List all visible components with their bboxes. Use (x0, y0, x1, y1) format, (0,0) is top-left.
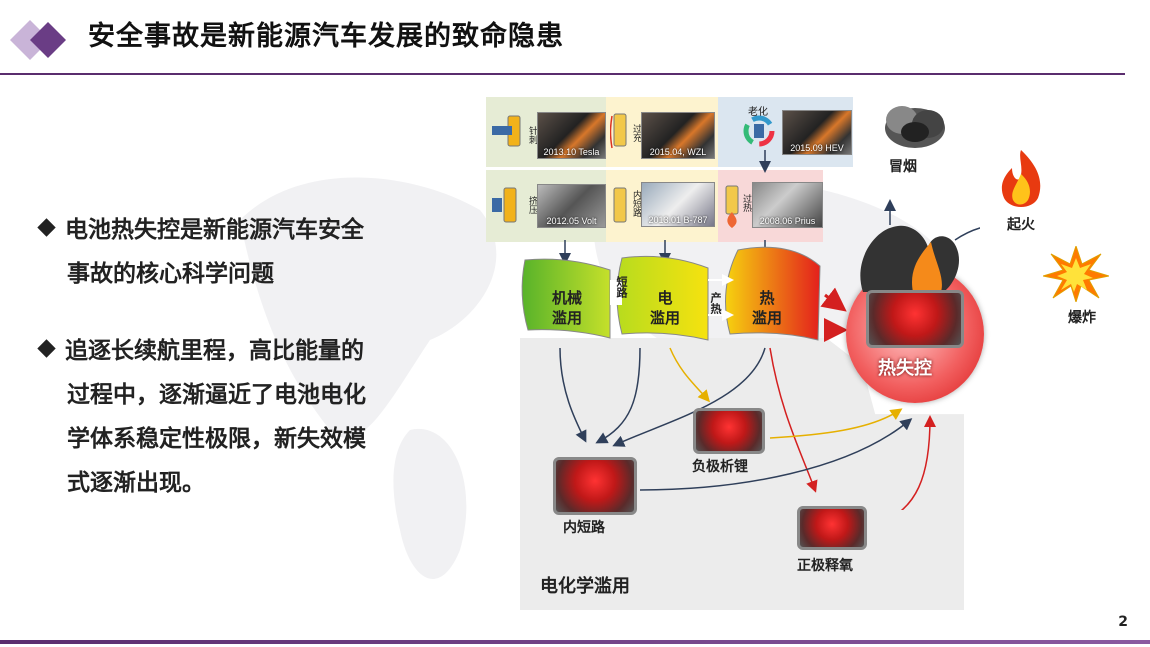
flow-diagram (521, 150, 980, 510)
photo-caption: 2015.09 HEV (790, 143, 844, 153)
electrochem-lithium-plating: 负极析锂 (692, 459, 748, 475)
electrochem-title: 电化学滥用 (540, 576, 630, 597)
footer-bar (0, 640, 1150, 644)
bullet-2: 追逐长续航里程，高比能量的 过程中，逐渐逼近了电池电化 学体系稳定性极限，新失效… (37, 329, 458, 505)
outcome-smoke: 冒烟 (889, 159, 917, 175)
photo-caption: 2008.06 Prius (759, 216, 816, 226)
arrow-label-short: 短路 (615, 276, 628, 298)
stage-label-bottom: 滥用 (751, 309, 782, 327)
outcome-fire: 起火 (1007, 217, 1035, 233)
internal-short-icon (613, 187, 627, 223)
overcharge-icon (610, 113, 627, 149)
photo-caption: 2013.01 B-787 (648, 215, 708, 225)
trigger-label-overheat: 过热 (741, 194, 751, 212)
bullet-1: 电池热失控是新能源汽车安全 事故的核心科学问题 (37, 208, 458, 296)
incident-photo: 2012.05 Volt (537, 184, 606, 228)
nail-penetration-icon (492, 115, 521, 147)
bullet-1-line-1: 电池热失控是新能源汽车安全 (65, 217, 364, 243)
oxygen-release-battery-icon (797, 506, 867, 550)
stage-electrical: 电滥用 (640, 288, 690, 328)
photo-caption: 2015.04, WZL (649, 147, 707, 157)
stage-mechanical: 机械滥用 (542, 288, 592, 328)
bullet-diamond-icon (37, 218, 56, 237)
trigger-label-internal-short: 内短路 (631, 190, 641, 217)
battery-cell-icon (866, 290, 964, 348)
trigger-label-aging: 老化 (748, 107, 768, 118)
crush-icon (492, 187, 517, 223)
header-diamond-logo (10, 20, 66, 60)
bullet-2-line-1: 追逐长续航里程，高比能量的 (65, 338, 364, 364)
stage-label-top: 电 (657, 289, 673, 307)
lithium-plating-battery-icon (693, 408, 765, 454)
stage-label-bottom: 滥用 (551, 309, 582, 327)
smoke-icon (885, 106, 945, 148)
trigger-label-overcharge: 过充 (631, 124, 641, 142)
electrochem-internal-short: 内短路 (563, 520, 605, 536)
bullet-2-line-2: 过程中，逐渐逼近了电池电化 (67, 382, 366, 408)
electrochem-oxygen-release: 正极释氧 (797, 558, 853, 574)
bullet-1-line-2: 事故的核心科学问题 (67, 261, 274, 287)
incident-photo: 2013.01 B-787 (641, 182, 715, 227)
photo-caption: 2012.05 Volt (546, 216, 597, 226)
trigger-label-crush: 挤压 (527, 196, 537, 214)
incident-photo: 2015.09 HEV (782, 110, 852, 155)
stage-label-top: 机械 (551, 289, 582, 307)
photo-caption: 2013.10 Tesla (543, 147, 600, 157)
arrow-label-heat: 产热 (709, 292, 722, 314)
incident-photo: 2013.10 Tesla (537, 112, 606, 159)
outcome-explosion: 爆炸 (1068, 310, 1096, 326)
internal-short-battery-icon (553, 457, 637, 515)
thermal-runaway-label: 热失控 (878, 358, 932, 379)
stage-label-bottom: 滥用 (649, 309, 680, 327)
incident-photo: 2008.06 Prius (752, 182, 823, 228)
fire-icon (1001, 150, 1041, 207)
title-divider (0, 73, 1125, 75)
stage-label-top: 热 (759, 289, 775, 307)
trigger-label-nail: 针刺 (527, 126, 537, 144)
explosion-icon (1043, 246, 1109, 302)
incident-photo: 2015.04, WZL (641, 112, 715, 159)
page-number: 2 (1118, 614, 1128, 630)
overheat-icon (725, 185, 739, 228)
page-title: 安全事故是新能源汽车发展的致命隐患 (88, 21, 564, 52)
bullet-2-line-4: 式逐渐出现。 (67, 470, 205, 496)
bullet-2-line-3: 学体系稳定性极限，新失效模 (67, 426, 366, 452)
stage-thermal: 热滥用 (742, 288, 792, 328)
smoke-plume-icon (860, 225, 960, 292)
bullet-diamond-icon (37, 339, 56, 358)
aging-cycle-icon (743, 115, 775, 147)
